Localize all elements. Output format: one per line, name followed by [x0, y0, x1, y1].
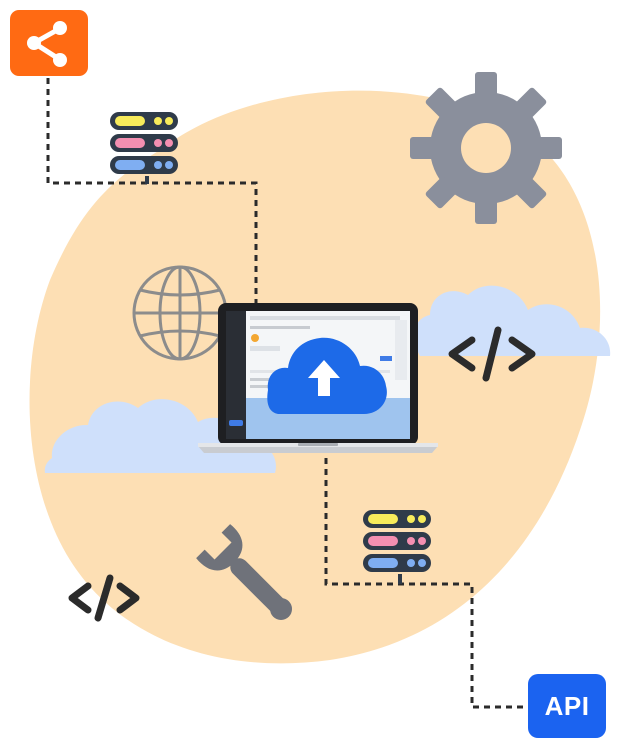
code-icon-right: [448, 326, 536, 382]
api-badge: API: [528, 674, 606, 738]
code-icon-left: [68, 574, 140, 622]
connector-lines: [46, 78, 528, 709]
server-rack-icon-top: [110, 112, 178, 184]
share-tile: [10, 10, 88, 76]
api-label: API: [544, 690, 590, 721]
cloud-icon-left: [44, 399, 276, 473]
globe-icon: [132, 265, 228, 361]
share-icon: [27, 21, 67, 67]
gear-icon: [410, 72, 562, 224]
cloud-icon-right: [413, 285, 611, 356]
cloud-upload-icon: [267, 337, 387, 414]
wrench-hole: [201, 600, 209, 608]
server-rack-icon-bottom: [363, 510, 431, 584]
wrench-icon: [196, 524, 293, 621]
